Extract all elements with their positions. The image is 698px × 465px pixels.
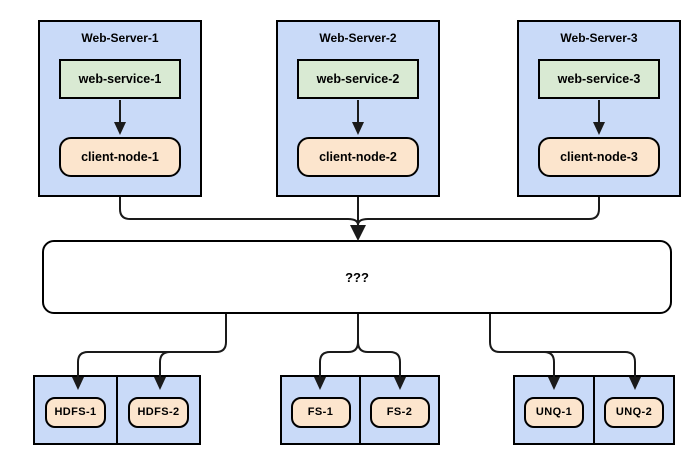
web-service-node: web-service-3 [538,59,660,99]
storage-node: FS-1 [290,396,351,428]
server-box-1: Web-Server-1 web-service-1 client-node-1 [38,20,202,197]
server-title: Web-Server-3 [560,31,638,45]
storage-group-hdfs: HDFS-1 HDFS-2 [33,375,201,445]
storage-node: HDFS-1 [45,396,106,428]
server-title: Web-Server-1 [81,31,159,45]
server-title: Web-Server-2 [319,31,397,45]
client-node: client-node-1 [59,137,181,177]
arrow-servers-to-hub [119,197,600,241]
storage-box: HDFS-2 [116,375,201,445]
hub-box: ??? [42,240,672,314]
storage-box: UNQ-1 [513,375,595,445]
storage-node: HDFS-2 [128,396,189,428]
storage-box: HDFS-1 [33,375,118,445]
client-node: client-node-2 [297,137,419,177]
storage-box: FS-2 [359,375,440,445]
storage-group-fs: FS-1 FS-2 [280,375,440,445]
storage-node: FS-2 [369,396,430,428]
storage-box: UNQ-2 [593,375,675,445]
web-service-node: web-service-1 [59,59,181,99]
storage-box: FS-1 [280,375,361,445]
server-box-3: Web-Server-3 web-service-3 client-node-3 [517,20,681,197]
hub-label: ??? [345,269,369,285]
server-box-2: Web-Server-2 web-service-2 client-node-2 [276,20,440,197]
client-node: client-node-3 [538,137,660,177]
storage-node: UNQ-2 [604,396,664,428]
storage-group-unq: UNQ-1 UNQ-2 [513,375,675,445]
storage-node: UNQ-1 [524,396,584,428]
web-service-node: web-service-2 [297,59,419,99]
